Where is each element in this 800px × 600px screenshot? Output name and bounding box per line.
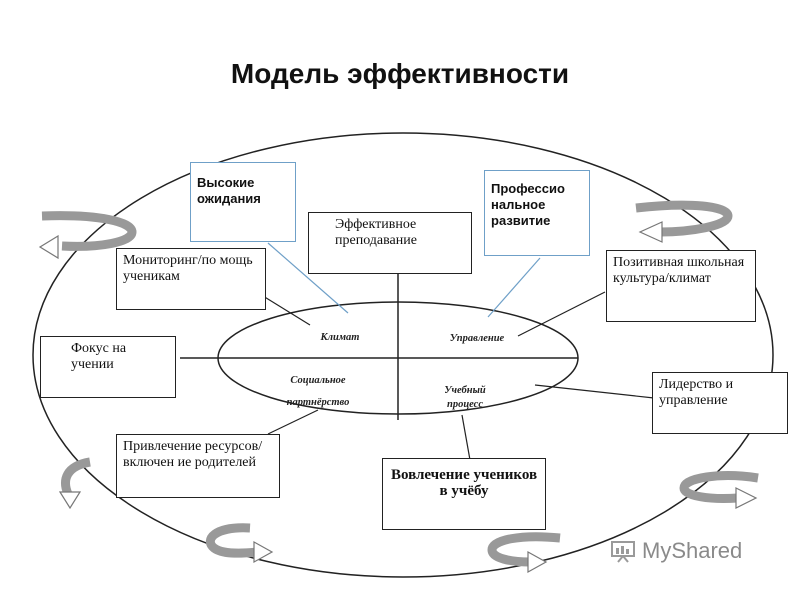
cycle-arrow-right [679,471,759,509]
slide-title: Модель эффективности [230,58,570,89]
connector-resources [267,409,319,435]
quadrant-process: Учебный процесс [444,385,486,410]
cycle-arrow-bottom-center [487,532,561,574]
cycle-arrow-top-left [38,211,137,260]
connector-engagement [461,414,471,461]
box-monitoring: Мониторинг/по мощь ученикам [116,248,266,310]
box-effective-teaching: Эффективное преподавание [308,212,472,274]
connector-prof-development [487,257,541,318]
connector-school-culture [517,291,606,337]
cycle-arrow-left [58,457,91,510]
watermark-text: MyShared [642,538,743,563]
presentation-icon [611,541,635,563]
box-resources: Привлечение ресурсов/включен ие родителе… [116,434,280,498]
box-school-culture: Позитивная школьная культура/климат [606,250,756,322]
cycle-arrow-top-right [635,200,733,243]
quadrant-management: Управление [449,333,505,344]
box-high-expectations: Высокие ожидания [190,162,296,242]
connector-high-expectations [267,242,349,314]
box-focus-learning: Фокус на учении [40,336,176,398]
box-leadership: Лидерство и управление [652,372,788,434]
connector-leadership [534,384,655,399]
outer-ellipse [32,132,774,578]
box-prof-development: Профессио нальное развитие [484,170,590,256]
cycle-arrow-bottom-left [205,523,274,564]
box-engagement: Вовлечение учеников в учёбу [382,458,546,530]
quadrant-climate: Климат [320,332,360,343]
quadrant-partnership: Социальное партнёрство [286,375,350,408]
watermark: MyShared [610,538,742,564]
